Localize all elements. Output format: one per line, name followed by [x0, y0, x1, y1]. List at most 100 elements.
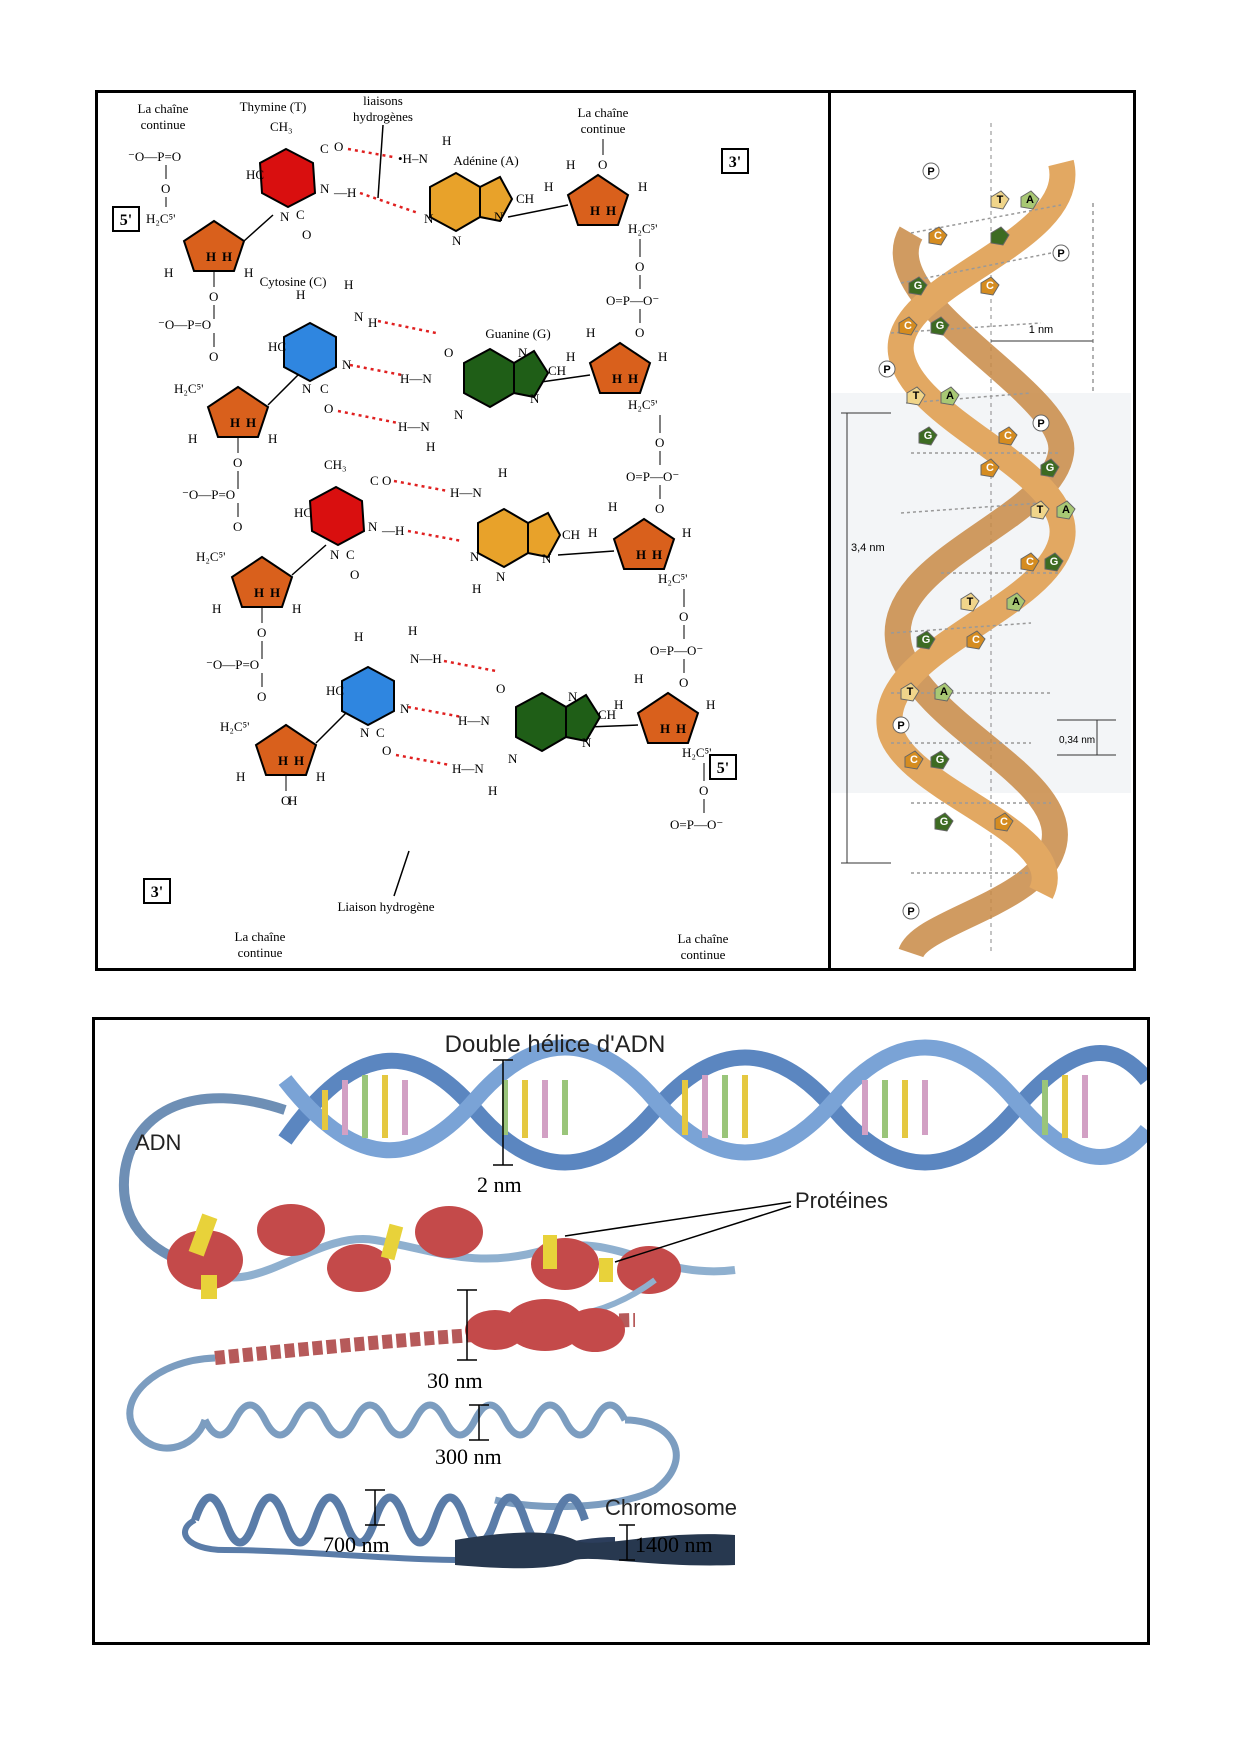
svg-text:C: C [1004, 430, 1012, 442]
svg-text:H—N: H—N [400, 371, 432, 386]
svg-text:T: T [967, 596, 974, 608]
svg-text:—H: —H [333, 185, 356, 200]
svg-text:P: P [897, 720, 904, 732]
label-30nm: 30 nm [427, 1368, 483, 1393]
svg-text:C: C [972, 634, 980, 646]
svg-text:H: H [652, 547, 662, 562]
svg-text:CH: CH [562, 527, 580, 542]
svg-text:H: H [268, 431, 277, 446]
svg-text:O: O [209, 349, 218, 364]
svg-text:N: N [368, 519, 378, 534]
svg-text:⁻O—P=O: ⁻O—P=O [206, 657, 259, 672]
chromosome-illustration [454, 1532, 735, 1569]
svg-text:H₂C⁵': H₂C⁵' [146, 211, 175, 226]
svg-text:O=P—O⁻: O=P—O⁻ [670, 817, 723, 832]
svg-text:H: H [566, 157, 575, 172]
label-hbond-single: Liaison hydrogène [337, 899, 434, 914]
nucleosome-6 [617, 1246, 681, 1294]
svg-text:5': 5' [717, 760, 729, 777]
svg-text:A: A [1012, 596, 1020, 608]
svg-text:H₂C⁵': H₂C⁵' [682, 745, 711, 760]
thymine-ring-2 [308, 485, 366, 547]
label-adenine: Adénine (A) [453, 153, 518, 168]
svg-text:H: H [368, 315, 377, 330]
svg-text:H: H [442, 133, 451, 148]
thymine-ring-1 [258, 147, 317, 209]
svg-text:O: O [257, 625, 266, 640]
svg-text:H: H [566, 349, 575, 364]
svg-text:O: O [655, 435, 664, 450]
svg-text:H: H [244, 265, 253, 280]
svg-text:C: C [370, 473, 379, 488]
adenine-ring-2 [477, 507, 529, 569]
svg-text:H: H [606, 203, 616, 218]
cytosine-ring-1 [283, 321, 337, 383]
cytosine-ring-2 [341, 665, 395, 727]
chromatin-compaction-panel: Double hélice d'ADN 2 nm ADN Protéines 3… [92, 1017, 1150, 1645]
svg-text:⁻O—P=O: ⁻O—P=O [158, 317, 211, 332]
svg-text:C: C [346, 547, 355, 562]
label-034nm: 0,34 nm [1059, 735, 1095, 746]
guanine-ring-1 [463, 347, 515, 409]
svg-text:H—N: H—N [452, 761, 484, 776]
svg-text:•H–N: •H–N [398, 151, 428, 166]
svg-text:H: H [278, 753, 288, 768]
svg-text:H: H [706, 697, 715, 712]
svg-text:O: O [635, 325, 644, 340]
svg-text:O: O [679, 675, 688, 690]
svg-text:P: P [907, 906, 914, 918]
svg-text:H: H [426, 439, 435, 454]
svg-text:N: N [354, 309, 364, 324]
svg-text:H: H [288, 793, 297, 808]
svg-text:C: C [910, 754, 918, 766]
chain-continue-bottom-right-1: La chaîne [678, 931, 729, 946]
svg-text:CH: CH [548, 363, 566, 378]
svg-text:C: C [986, 280, 994, 292]
nucleotide-c-7: C [966, 630, 986, 650]
svg-text:H₂C⁵': H₂C⁵' [174, 381, 203, 396]
svg-text:O=P—O⁻: O=P—O⁻ [650, 643, 703, 658]
svg-text:O=P—O⁻: O=P—O⁻ [626, 469, 679, 484]
svg-text:A: A [1062, 504, 1070, 516]
nucleotide-c-6: C [1020, 552, 1040, 572]
nucleotide-c-9: C [994, 812, 1014, 832]
label-hbonds-2: hydrogènes [353, 109, 413, 124]
svg-text:G: G [936, 320, 945, 332]
nucleotide-g-8: G [930, 750, 950, 770]
svg-text:N: N [454, 407, 464, 422]
svg-text:H: H [676, 721, 686, 736]
svg-text:H: H [296, 287, 305, 302]
svg-text:H: H [608, 499, 617, 514]
svg-text:—H: —H [381, 523, 404, 538]
end-label-3prime-top: 3' [721, 148, 749, 174]
svg-text:H: H [354, 629, 363, 644]
svg-text:G: G [936, 754, 945, 766]
label-hbonds-1: liaisons [363, 93, 403, 108]
nucleotide-g-5: G [1040, 458, 1060, 478]
svg-text:N: N [342, 357, 352, 372]
nucleosome-3 [327, 1244, 391, 1292]
svg-text:O: O [324, 401, 333, 416]
nucleotide-g-7: G [916, 630, 936, 650]
svg-text:H: H [206, 249, 216, 264]
label-300nm: 300 nm [435, 1444, 502, 1469]
svg-text:H: H [254, 585, 264, 600]
svg-text:G: G [940, 816, 949, 828]
label-cytosine: Cytosine (C) [260, 274, 327, 289]
svg-text:H: H [638, 179, 647, 194]
svg-text:H: H [472, 581, 481, 596]
chain-continue-top-right-2: continue [581, 121, 626, 136]
nucleosome-1 [167, 1230, 243, 1290]
svg-text:H: H [498, 465, 507, 480]
svg-text:H: H [628, 371, 638, 386]
nucleotide-g-4: G [918, 426, 938, 446]
chain-continue-bottom-right-2: continue [681, 947, 726, 962]
chain-continue-top-left-2: continue [141, 117, 186, 132]
